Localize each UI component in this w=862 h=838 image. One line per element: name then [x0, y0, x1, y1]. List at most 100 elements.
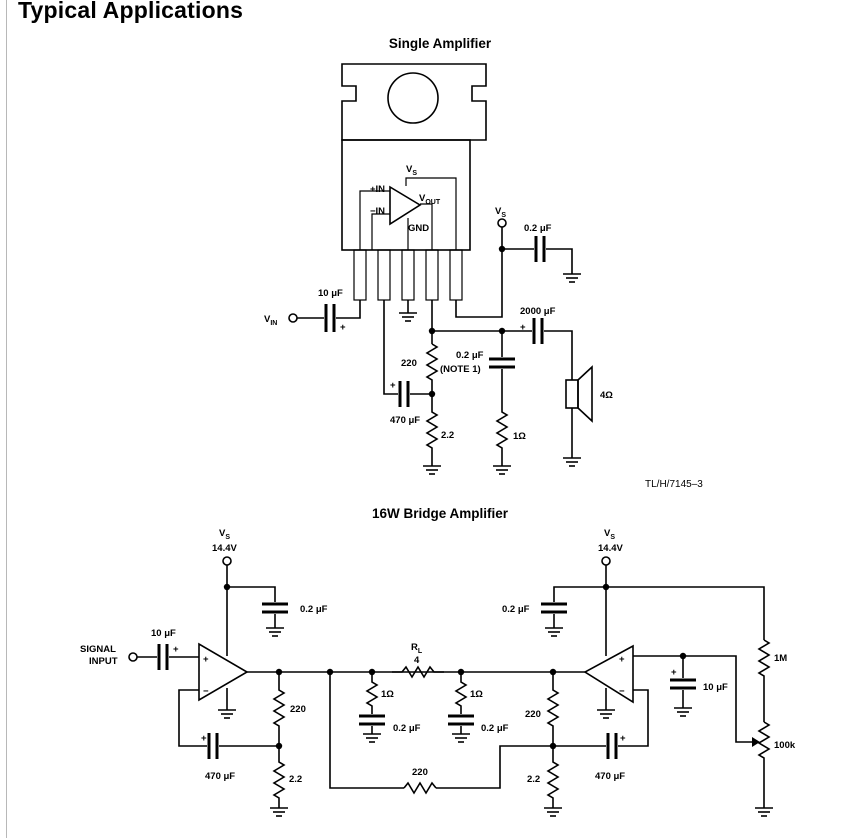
ground-symbol: [674, 707, 692, 717]
vs-label: VS: [495, 206, 506, 219]
vs-terminal: [497, 218, 507, 228]
r-gain: [425, 394, 439, 466]
c-bypass-right-label: 0.2 μF: [502, 604, 530, 615]
vs-left-label: VS: [219, 528, 230, 541]
r-snubber-label: 1Ω: [513, 431, 526, 442]
bridge-amplifier-title: 16W Bridge Amplifier: [372, 506, 509, 521]
right-opamp-plus: +: [619, 654, 625, 665]
ground-symbol: [218, 709, 236, 719]
r-bias-label: 1M: [774, 653, 787, 664]
ground-symbol: [544, 807, 562, 817]
ground-symbol: [755, 807, 773, 817]
ground-symbol: [563, 457, 581, 467]
mounting-hole: [387, 72, 439, 124]
vs-trace: [405, 177, 457, 250]
c-fb-right-plus: +: [620, 733, 626, 744]
single-amplifier-title: Single Amplifier: [389, 36, 492, 51]
plus-in-trace: [359, 190, 390, 250]
pin-vs-label: VS: [406, 164, 417, 177]
r-fb-right-label: 220: [525, 709, 541, 720]
pin-gnd-label: GND: [408, 223, 429, 234]
c-snub-right-label: 0.2 μF: [481, 723, 509, 734]
r-gain-label: 2.2: [441, 430, 454, 441]
package-tab: [341, 63, 487, 141]
signal-input-label-2: INPUT: [89, 656, 118, 667]
signal-input-terminal: [128, 652, 138, 662]
note-label: (NOTE 1): [440, 364, 481, 375]
c-output-plus: +: [520, 322, 526, 333]
r-cross: [403, 781, 437, 795]
c-feedback-label: 470 μF: [390, 415, 420, 426]
r-gain-left: [272, 746, 286, 808]
rl-value: 4: [414, 655, 420, 666]
r-snub-right: [454, 672, 468, 714]
speaker-label: 4Ω: [600, 390, 613, 401]
opamp-triangle: [389, 185, 422, 226]
ground-symbol: [270, 807, 288, 817]
bridge-amplifier-schematic: 16W Bridge Amplifier VS 14.4V 0.2 μF SIG…: [80, 506, 796, 817]
ground-symbol: [493, 465, 511, 475]
signal-input-label-1: SIGNAL: [80, 644, 116, 655]
c-output-label: 2000 μF: [520, 306, 556, 317]
ground-symbol: [545, 627, 563, 637]
ground-symbol: [563, 273, 581, 283]
package-pins: [353, 249, 463, 301]
c-bypass-left-label: 0.2 μF: [300, 604, 328, 615]
c-fb-right-label: 470 μF: [595, 771, 625, 782]
speaker-symbol: [565, 365, 593, 423]
r-gain-right-label: 2.2: [527, 774, 540, 785]
ground-symbol: [423, 465, 441, 475]
vin-label: VIN: [264, 314, 277, 327]
vs-left-value: 14.4V: [212, 543, 237, 554]
ground-symbol: [597, 709, 615, 719]
c-snub-left-label: 0.2 μF: [393, 723, 421, 734]
single-amplifier-schematic: Single Amplifier VS +IN −IN VOUT GND VIN: [264, 36, 703, 490]
vs-right-value: 14.4V: [598, 543, 623, 554]
r-fb-right: [546, 672, 560, 746]
figure-ref: TL/H/7145–3: [645, 479, 703, 490]
ground-symbol: [452, 733, 470, 743]
r-gain-right: [546, 746, 560, 808]
ground-symbol: [399, 312, 417, 322]
page-title: Typical Applications: [18, 0, 244, 23]
c-input-bridge-plus: +: [173, 644, 179, 655]
r-snub-left-label: 1Ω: [381, 689, 394, 700]
pin-vout-label: VOUT: [419, 193, 441, 206]
minus-in-trace: [371, 213, 390, 250]
pot-label: 100k: [774, 740, 796, 751]
r-gain-left-label: 2.2: [289, 774, 302, 785]
vs-right-terminal: [601, 556, 611, 566]
c-fb-left-plus: +: [201, 733, 207, 744]
right-opamp: [583, 644, 634, 704]
r-cross-label: 220: [412, 767, 428, 778]
vin-terminal: [288, 313, 298, 323]
ground-symbol: [363, 733, 381, 743]
pin-minus-in-label: −IN: [370, 206, 385, 217]
left-margin-rule: [6, 0, 7, 838]
vs-left-terminal: [222, 556, 232, 566]
pot: [757, 721, 771, 808]
right-opamp-minus: −: [619, 686, 625, 697]
pot-wiper-arrow: [752, 737, 760, 747]
c-input-bridge-label: 10 μF: [151, 628, 176, 639]
pin-plus-in-label: +IN: [370, 184, 385, 195]
r-snub-left: [365, 672, 379, 714]
r-feedback: [425, 343, 439, 394]
c-bypass-label: 0.2 μF: [524, 223, 552, 234]
c-input-label: 10 μF: [318, 288, 343, 299]
left-opamp: [198, 642, 249, 702]
c-fb-left-label: 470 μF: [205, 771, 235, 782]
r-snubber: [495, 369, 509, 466]
c-snubber-label: 0.2 μF: [456, 350, 484, 361]
r-snub-right-label: 1Ω: [470, 689, 483, 700]
c-right-in-label: 10 μF: [703, 682, 728, 693]
c-right-in-plus: +: [671, 667, 677, 678]
vout-trace: [420, 203, 433, 250]
r-load: [392, 665, 444, 679]
r-feedback-label: 220: [401, 358, 417, 369]
c-input-plus: +: [340, 322, 346, 333]
c-feedback-plus: +: [390, 380, 396, 391]
r-bias: [757, 639, 771, 722]
left-opamp-plus: +: [203, 654, 209, 665]
